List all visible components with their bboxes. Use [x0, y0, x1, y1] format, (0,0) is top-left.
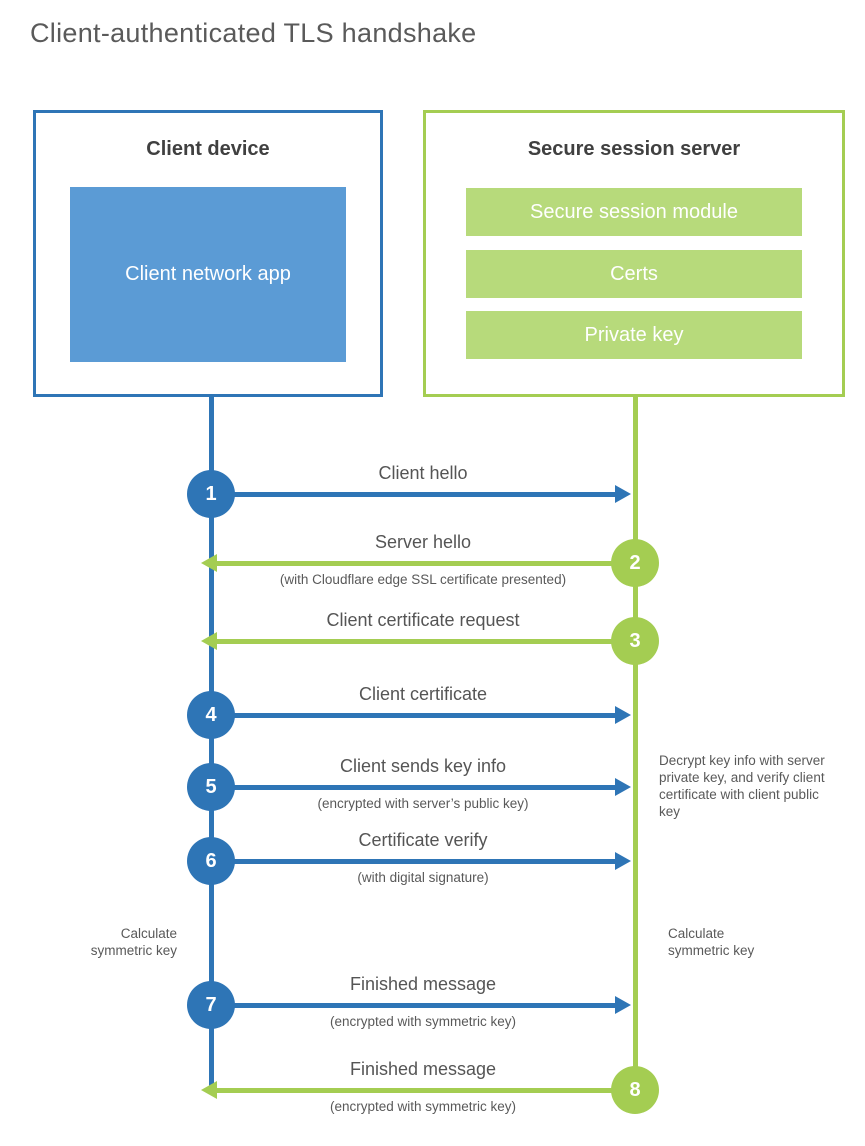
step-4-arrowhead-icon [615, 706, 631, 724]
secure-session-server-box: Secure session server Secure session mod… [423, 110, 845, 397]
step-4-label: Client certificate [358, 684, 488, 704]
server-module-bar: Secure session module [466, 188, 802, 236]
step-2-arrow [217, 561, 635, 566]
step-7-label: Finished message [349, 974, 497, 994]
step-3-arrow [217, 639, 635, 644]
server-module-bar: Private key [466, 311, 802, 359]
step-6-sublabel: (with digital signature) [357, 870, 489, 885]
step-1-arrowhead-icon [615, 485, 631, 503]
step-6-arrow [211, 859, 615, 864]
client-device-box: Client device Client network app [33, 110, 383, 397]
client-network-app-label: Client network app [125, 263, 291, 285]
step-6-arrowhead-icon [615, 852, 631, 870]
client-device-title: Client device [146, 138, 270, 160]
step-8-sublabel: (encrypted with symmetric key) [329, 1099, 517, 1114]
step-5-circle: 5 [187, 763, 235, 811]
step-2-circle: 2 [611, 539, 659, 587]
step-5-sublabel: (encrypted with server’s public key) [317, 796, 529, 811]
step-3-circle: 3 [611, 617, 659, 665]
step-1-arrow [211, 492, 615, 497]
step-7-arrowhead-icon [615, 996, 631, 1014]
step-8-arrow [217, 1088, 635, 1093]
step-8-arrowhead-icon [201, 1081, 217, 1099]
step-6-label: Certificate verify [358, 830, 488, 850]
step-1-label: Client hello [378, 463, 468, 483]
secure-session-server-title: Secure session server [527, 138, 741, 160]
calculate-symmetric-key-right-note: Calculate symmetric key [668, 926, 755, 958]
step-8-label: Finished message [349, 1059, 497, 1079]
step-5-arrow [211, 785, 615, 790]
client-network-app-box: Client network app [70, 187, 346, 362]
step-6-circle: 6 [187, 837, 235, 885]
step-3-arrowhead-icon [201, 632, 217, 650]
page-title: Client-authenticated TLS handshake [30, 18, 477, 48]
server-module-bar: Certs [466, 250, 802, 298]
decrypt-key-note: Decrypt key info with server private key… [659, 753, 825, 819]
step-4-circle: 4 [187, 691, 235, 739]
server-lifeline [633, 395, 638, 1092]
step-5-arrowhead-icon [615, 778, 631, 796]
calculate-symmetric-key-left-note: Calculate symmetric key [90, 926, 177, 958]
step-4-arrow [211, 713, 615, 718]
step-5-label: Client sends key info [339, 756, 507, 776]
step-1-circle: 1 [187, 470, 235, 518]
step-3-label: Client certificate request [326, 610, 520, 630]
step-2-sublabel: (with Cloudflare edge SSL certificate pr… [279, 572, 567, 587]
step-7-sublabel: (encrypted with symmetric key) [329, 1014, 517, 1029]
step-2-label: Server hello [374, 532, 472, 552]
step-7-arrow [211, 1003, 615, 1008]
client-lifeline [209, 395, 214, 1092]
step-7-circle: 7 [187, 981, 235, 1029]
step-8-circle: 8 [611, 1066, 659, 1114]
step-2-arrowhead-icon [201, 554, 217, 572]
